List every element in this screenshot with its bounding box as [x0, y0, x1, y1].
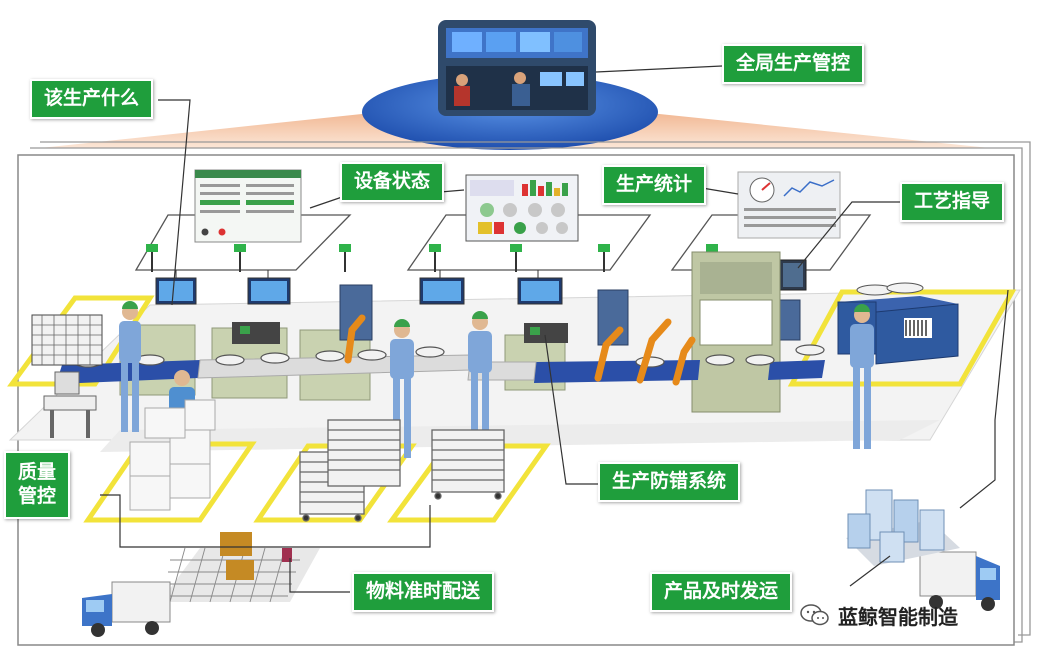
robot-cells	[232, 284, 801, 346]
equipment-status-screen	[465, 174, 579, 242]
control-room-photo	[438, 20, 596, 116]
order-info-screen	[194, 169, 302, 243]
wechat-icon	[800, 604, 829, 626]
label-global-control: 全局生产管控	[722, 44, 865, 84]
stacked-boxes	[129, 399, 216, 511]
label-process-guidance: 工艺指导	[900, 182, 1005, 222]
workers	[119, 301, 874, 458]
watermark-text: 蓝鲸智能制造	[838, 604, 958, 629]
label-quality-control-line2: 管控	[18, 484, 57, 507]
delivery-truck-right	[919, 551, 1000, 611]
city-buildings	[846, 489, 960, 566]
label-quality-control-line1: 质量	[18, 461, 57, 483]
robot-arms	[344, 314, 696, 386]
curing-machine	[691, 251, 781, 413]
delivery-truck-left	[82, 581, 171, 637]
label-product-shipping: 产品及时发运	[650, 572, 793, 612]
hanging-monitors	[155, 259, 807, 305]
warehouse-racks	[160, 532, 320, 603]
label-material-delivery: 物料准时配送	[352, 572, 495, 612]
label-production-stats: 生产统计	[602, 165, 707, 205]
layer-frame-back	[40, 141, 1031, 636]
material-carts	[299, 419, 505, 522]
statistics-screen	[737, 171, 841, 239]
label-quality-control: 质量 管控	[4, 451, 71, 519]
label-error-proofing: 生产防错系统	[598, 462, 741, 502]
label-what-to-produce: 该生产什么	[30, 79, 154, 119]
signal-lamps	[146, 244, 718, 272]
label-equipment-status: 设备状态	[340, 162, 445, 202]
watermark: 蓝鲸智能制造	[800, 600, 958, 630]
layer-frame-mid	[30, 147, 1023, 643]
parts-cage	[31, 314, 103, 438]
